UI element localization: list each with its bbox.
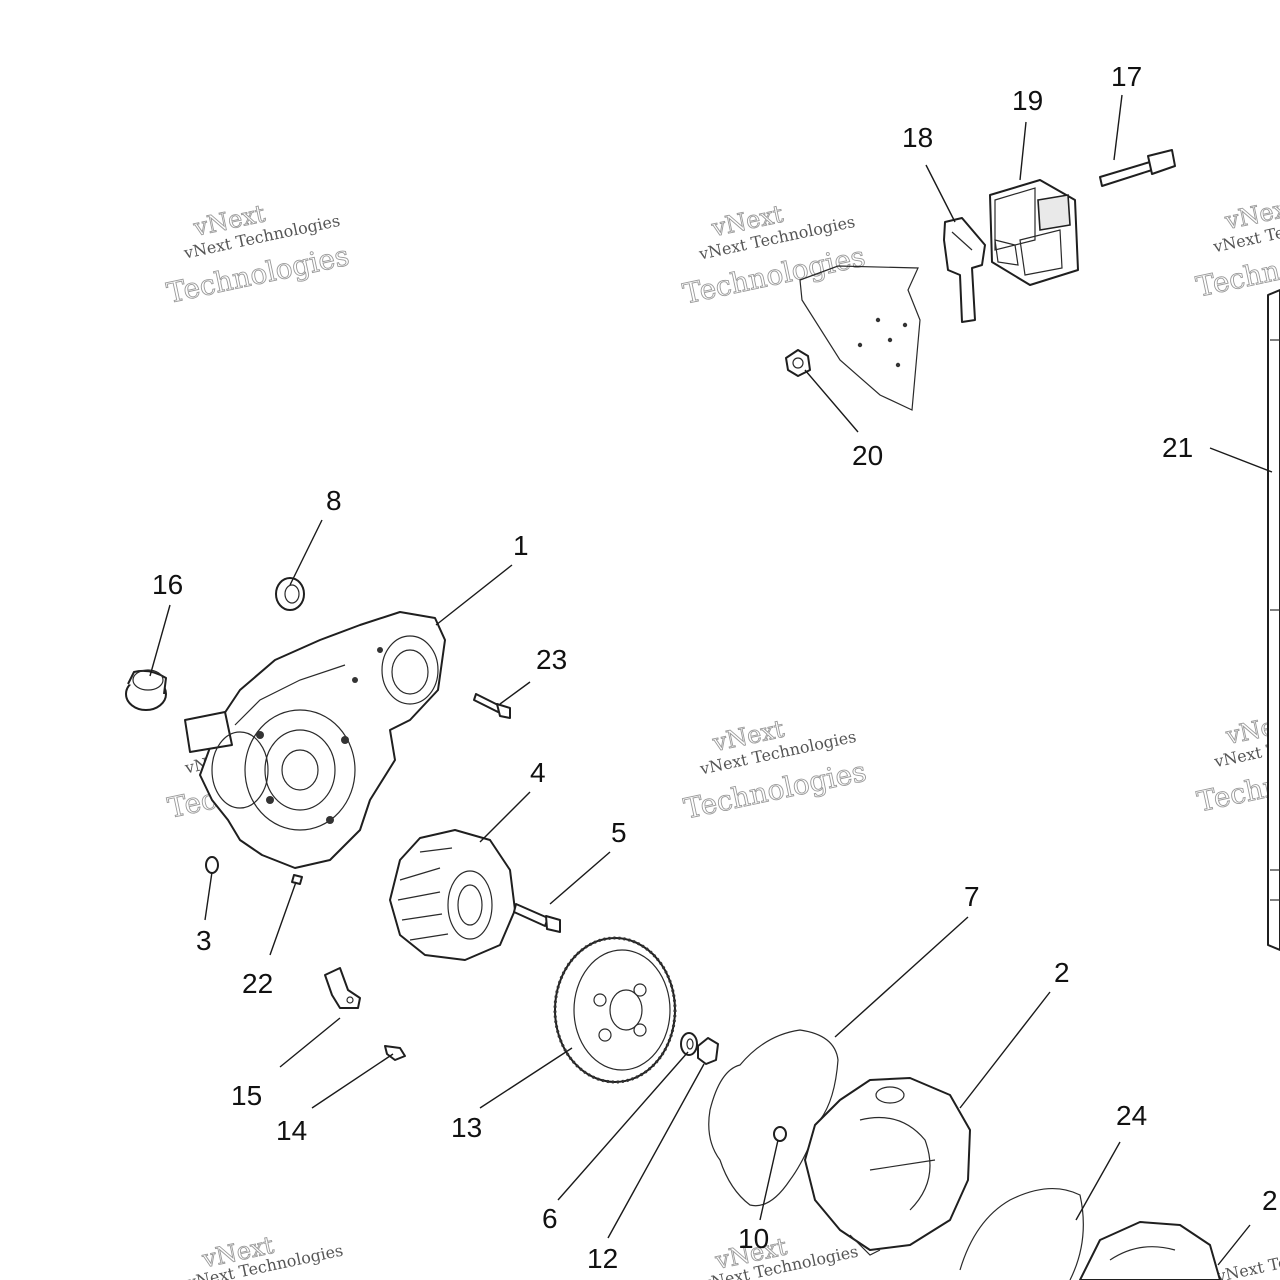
callout-21: 21 [1162,432,1193,463]
watermark-bottom-center: vNext vNext Technologies [700,1232,860,1280]
part-2-cover [804,1077,971,1256]
callout-12: 12 [587,1243,618,1274]
callout-19: 19 [1012,85,1043,116]
part-21-rod [1267,289,1280,951]
callout-13: 13 [451,1112,482,1143]
watermark-mid-right: vNext vNext Technologies Technologies [1194,707,1280,819]
part-24-gasket [959,1187,1084,1280]
part-19-relay-block [989,179,1079,286]
watermark-top-left: vNext vNext Technologies Technologies [163,199,352,310]
callout-23: 23 [536,644,567,675]
callout-16: 16 [152,569,183,600]
callout-2: 2 [1054,957,1070,988]
callout-22: 22 [242,968,273,999]
callout-17: 17 [1111,61,1142,92]
part-23-bolt [473,693,511,719]
callout-5: 5 [611,817,627,848]
callout-15: 15 [231,1080,262,1111]
watermark-mid-center: vNext vNext Technologies Technologies [681,714,870,826]
callout-20: 20 [852,440,883,471]
part-16-cap [125,669,167,711]
part-3-dowel [205,856,219,874]
callout-2-partial: 2 [1262,1185,1278,1216]
callout-1: 1 [513,530,529,561]
callout-4: 4 [530,757,546,788]
callout-10: 10 [738,1223,769,1254]
part-1-case-cover [184,611,446,869]
part-15-clip [324,967,361,1009]
callout-14: 14 [276,1115,307,1146]
callout-24: 24 [1116,1100,1147,1131]
part-25-cover [1079,1221,1221,1280]
watermark-top-right: vNext vNext Technologies Technologies [1193,192,1280,304]
watermark-bottom-left: vNext vNext Technologies [184,1231,344,1280]
callout-6: 6 [542,1203,558,1234]
callout-labels: 17 19 18 20 21 8 1 16 23 4 5 7 2 3 22 15… [152,61,1278,1274]
part-18-bracket-clip [943,217,986,323]
callout-18: 18 [902,122,933,153]
callout-8: 8 [326,485,342,516]
mounting-bracket-plate [799,265,921,411]
part-12-nut [697,1037,719,1065]
callout-3: 3 [196,925,212,956]
part-6-washer [680,1032,698,1056]
callout-7: 7 [964,881,980,912]
part-17-bolt [1099,149,1176,187]
part-20-nut [785,349,811,377]
part-14-screw [384,1045,406,1061]
part-22-pin [291,874,303,885]
part-8-bearing [275,577,305,611]
leader-lines [149,94,1273,1266]
part-4-stator [389,829,516,961]
part-5-bolt [513,903,561,933]
part-13-flywheel [553,936,677,1084]
watermark-top-center: vNext vNext Technologies Technologies [679,199,868,311]
